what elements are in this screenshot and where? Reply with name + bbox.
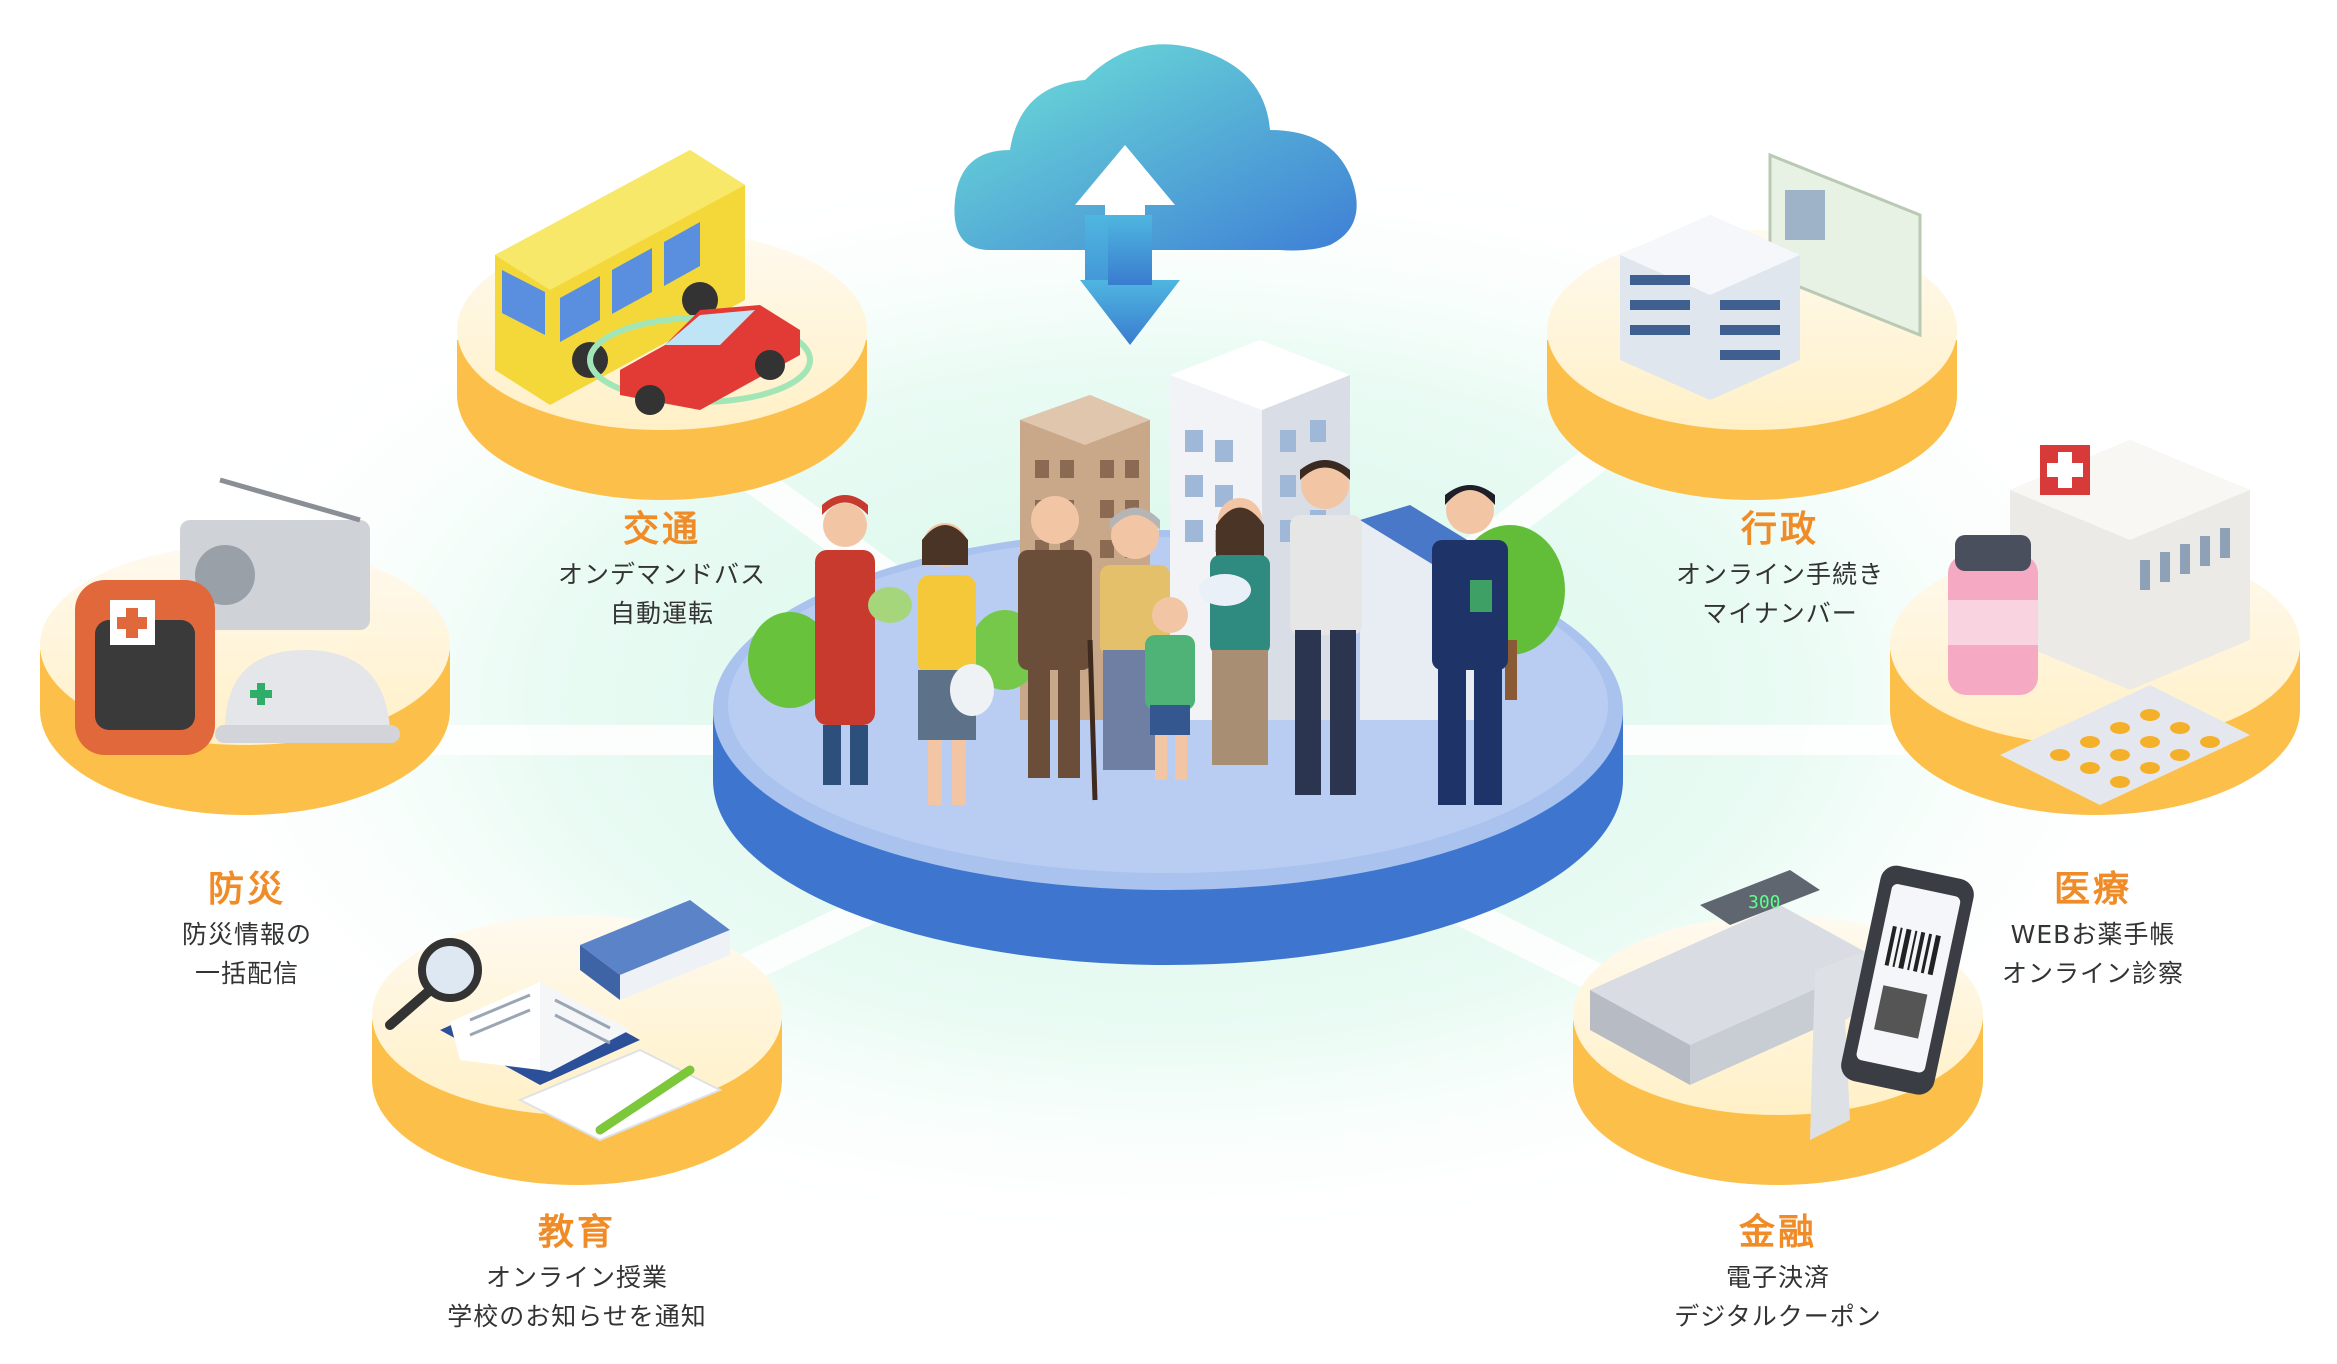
category-label-disaster: 防災 防災情報の 一括配信 <box>0 865 497 993</box>
emergency-kit-icon <box>75 477 400 755</box>
category-desc-transport-1: オンデマンドバス <box>557 560 766 589</box>
category-title-transport: 交通 <box>622 509 701 550</box>
register-smartphone-icon: 300 <box>1590 865 1974 1140</box>
category-desc-medical-2: オンライン診察 <box>2001 959 2184 988</box>
category-desc-government-1: オンライン手続き <box>1675 560 1884 589</box>
category-label-government: 行政 オンライン手続き マイナンバー <box>1530 505 2030 633</box>
transport-disc <box>457 150 867 500</box>
category-label-transport: 交通 オンデマンドバス 自動運転 <box>412 505 912 633</box>
person-child <box>1145 597 1195 780</box>
category-label-education: 教育 オンライン授業 学校のお知らせを通知 <box>327 1208 827 1336</box>
category-title-government: 行政 <box>1740 509 1819 550</box>
category-desc-medical-1: WEBお薬手帳 <box>2010 920 2176 949</box>
person-elderly-man <box>1018 496 1098 801</box>
person-shopkeeper <box>815 495 912 785</box>
category-desc-disaster-1: 防災情報の <box>181 920 312 949</box>
hospital-medicine-icon <box>1948 440 2250 805</box>
category-desc-government-2: マイナンバー <box>1702 599 1858 628</box>
person-shopper <box>918 523 994 805</box>
category-desc-education-2: 学校のお知らせを通知 <box>447 1302 707 1331</box>
office-id-card-icon <box>1620 152 1922 400</box>
person-mother <box>1199 498 1270 765</box>
government-disc <box>1547 152 1957 500</box>
category-desc-disaster-2: 一括配信 <box>194 959 299 988</box>
category-label-medical: 医療 WEBお薬手帳 オンライン診察 <box>1843 865 2337 993</box>
category-desc-finance-1: 電子決済 <box>1725 1263 1830 1292</box>
category-title-education: 教育 <box>537 1212 616 1253</box>
finance-disc: 300 <box>1573 865 1983 1185</box>
people-group <box>815 460 1508 805</box>
category-desc-education-1: オンライン授業 <box>485 1263 668 1292</box>
category-label-finance: 金融 電子決済 デジタルクーポン <box>1528 1208 2028 1336</box>
education-disc <box>372 900 782 1185</box>
category-title-disaster: 防災 <box>207 869 286 910</box>
category-desc-finance-2: デジタルクーポン <box>1674 1302 1882 1331</box>
cloud-sync-icon <box>954 44 1357 345</box>
books-icon <box>385 900 730 1142</box>
register-display: 300 <box>1748 892 1781 913</box>
bus-car-icon <box>495 150 813 415</box>
medical-disc <box>1890 440 2300 815</box>
person-father <box>1290 460 1362 795</box>
person-businessman <box>1432 485 1508 805</box>
category-desc-transport-2: 自動運転 <box>609 599 714 628</box>
category-title-finance: 金融 <box>1738 1212 1817 1253</box>
disaster-disc <box>40 477 450 815</box>
category-title-medical: 医療 <box>2053 869 2132 910</box>
